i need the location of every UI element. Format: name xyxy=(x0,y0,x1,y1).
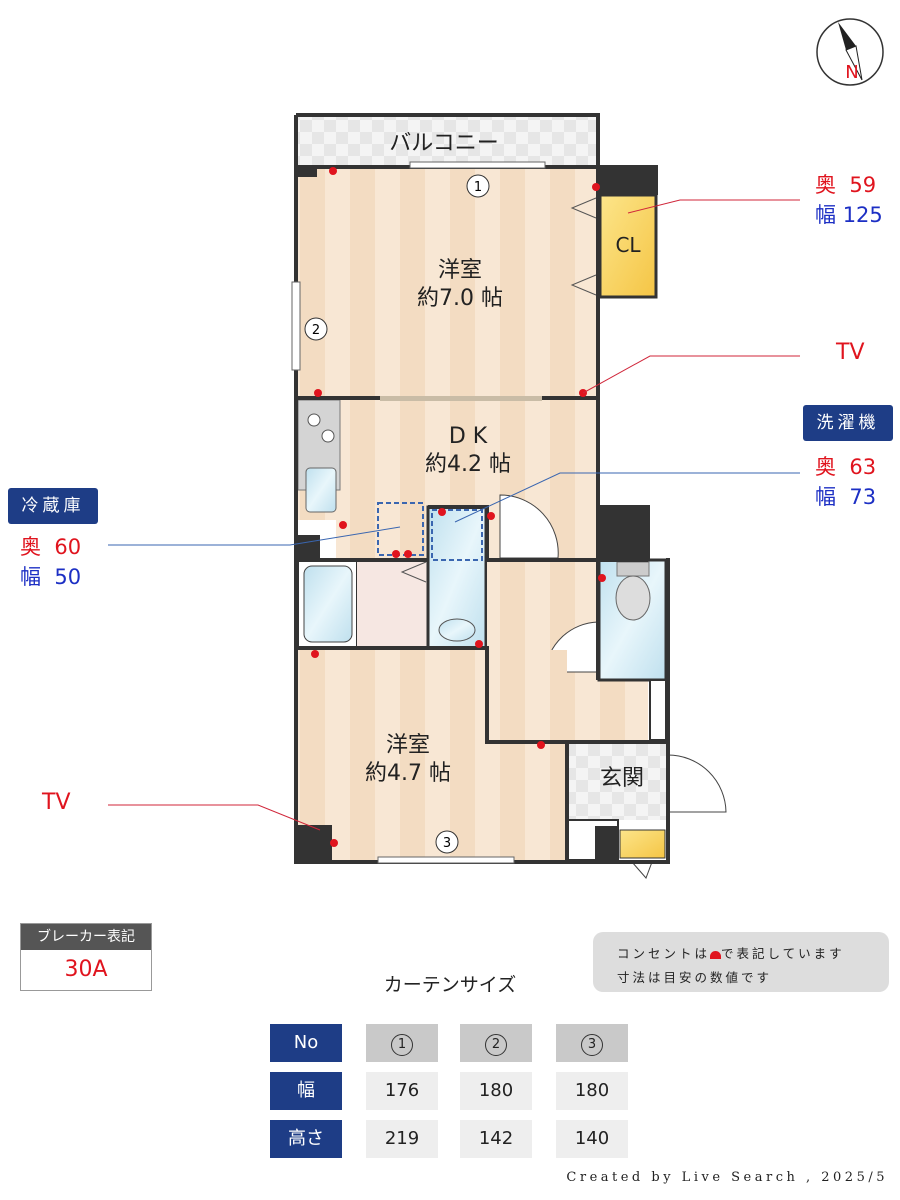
entrance-label: 玄関 xyxy=(600,766,644,791)
fridge-dimensions: 奥 60 幅 50 xyxy=(20,535,82,589)
dk-name: D K xyxy=(449,424,488,449)
window-3 xyxy=(377,856,515,864)
breaker-value: 30A xyxy=(21,950,151,990)
closet xyxy=(598,193,658,299)
breaker-box: ブレーカー表記 30A xyxy=(20,923,152,991)
toilet xyxy=(615,575,651,621)
room1-size: 約7.0 帖 xyxy=(417,286,503,311)
closet-label: CL xyxy=(615,233,641,257)
washer-dimensions: 奥 63 幅 73 xyxy=(815,455,877,509)
fridge-space xyxy=(377,502,424,556)
closet-depth: 59 xyxy=(849,173,877,197)
curtain-title: カーテンサイズ xyxy=(383,974,517,996)
tv-label-left: TV xyxy=(42,790,71,815)
dk-size: 約4.2 帖 xyxy=(425,452,511,477)
closet-dimensions: 奥 59 幅 125 xyxy=(815,173,883,227)
sink xyxy=(438,618,476,642)
bathtub xyxy=(303,565,353,643)
balcony-label: バルコニー xyxy=(389,131,499,156)
outlets xyxy=(311,167,606,847)
north-arrow-icon xyxy=(838,22,856,50)
shoe-box xyxy=(619,829,666,859)
svg-text:1: 1 xyxy=(474,180,482,195)
svg-text:2: 2 xyxy=(312,323,320,338)
compass-label: N xyxy=(845,62,858,83)
room1-name: 洋室 xyxy=(438,258,482,283)
room-western-1 xyxy=(297,167,598,398)
room2-name: 洋室 xyxy=(386,733,430,758)
fridge-badge: 冷蔵庫 xyxy=(8,488,98,524)
washroom xyxy=(357,560,428,648)
fridge-depth: 60 xyxy=(54,535,82,559)
leader-lines xyxy=(108,199,800,831)
closet-width: 125 xyxy=(842,203,883,227)
compass: N xyxy=(816,18,884,86)
entry-door xyxy=(667,754,727,813)
tv-label-right: TV xyxy=(836,340,865,365)
window-1 xyxy=(409,161,546,169)
washer-space xyxy=(431,509,483,561)
breaker-title: ブレーカー表記 xyxy=(21,924,151,950)
sliding-door xyxy=(380,396,542,401)
room2-size: 約4.7 帖 xyxy=(365,761,451,786)
fridge-width: 50 xyxy=(54,565,82,589)
entrance xyxy=(568,742,668,820)
washer-width: 73 xyxy=(849,485,877,509)
balcony xyxy=(297,117,598,165)
window-2 xyxy=(291,281,301,371)
outlet-icon xyxy=(710,950,722,959)
washer-depth: 63 xyxy=(849,455,877,479)
footer-credit: Created by Live Search , 2025/5 xyxy=(566,1170,888,1185)
svg-text:3: 3 xyxy=(443,836,451,851)
window-number-markers: 1 2 3 xyxy=(304,174,490,854)
legend-note: コンセントはで表記しています 寸法は目安の数値です xyxy=(593,932,889,992)
washer-badge: 洗濯機 xyxy=(803,405,893,441)
